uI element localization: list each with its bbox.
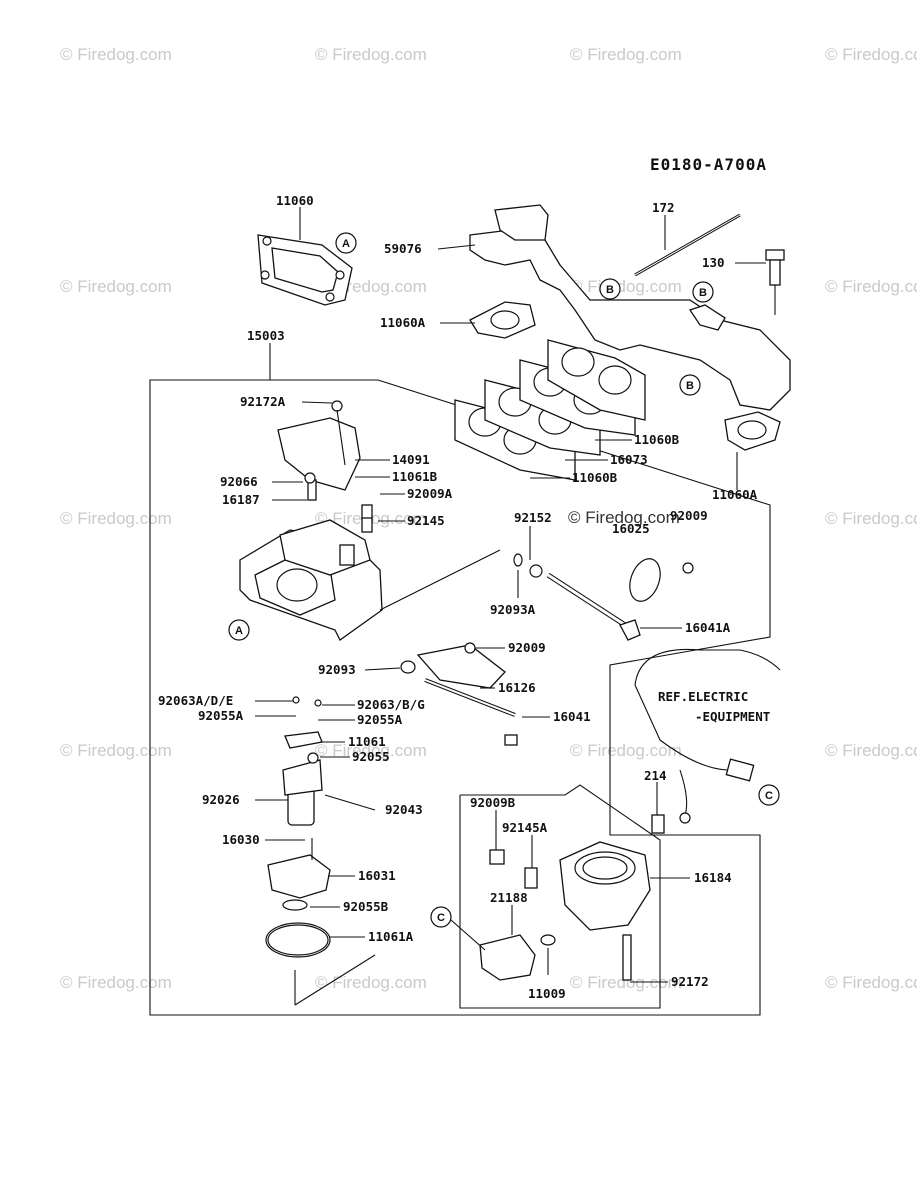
label-92055a-left: 92055A: [198, 708, 244, 723]
stud-172: [634, 213, 741, 277]
callout-c: C: [765, 790, 773, 802]
label-11061a: 11061A: [368, 929, 414, 944]
label-92066: 92066: [220, 474, 258, 489]
label-16041a: 16041A: [685, 620, 731, 635]
watermark: © Firedog.com: [570, 741, 682, 760]
label-172: 172: [652, 200, 675, 215]
watermark: © Firedog.com: [60, 45, 172, 64]
throttle-parts: [416, 644, 518, 746]
label-130: 130: [702, 255, 725, 270]
callout-a: A: [235, 625, 243, 637]
small-hardware: [284, 400, 694, 889]
label-15003: 15003: [247, 328, 285, 343]
label-11060b-b: 11060B: [572, 470, 618, 485]
label-16031: 16031: [358, 868, 396, 883]
label-14091: 14091: [392, 452, 430, 467]
bolt-130: [765, 249, 785, 286]
gasket-11060a-right: [724, 411, 781, 451]
label-16126: 16126: [498, 680, 536, 695]
watermark: © Firedog.com: [825, 45, 917, 64]
label-92055: 92055: [352, 749, 390, 764]
gasket-stack: [454, 339, 646, 481]
watermark: © Firedog.com: [60, 973, 172, 992]
watermark: © Firedog.com: [60, 741, 172, 760]
gasket-11060a-top: [469, 301, 536, 339]
label-92055b: 92055B: [343, 899, 389, 914]
leader-lines: [255, 207, 776, 1006]
carburetor-body: [239, 519, 383, 641]
label-92009: 92009: [508, 640, 546, 655]
label-92093a: 92093A: [490, 602, 536, 617]
watermark: © Firedog.com: [825, 741, 917, 760]
watermark: © Firedog.com: [825, 277, 917, 296]
label-21188: 21188: [490, 890, 528, 905]
label-92009a: 92009A: [407, 486, 453, 501]
label-16030: 16030: [222, 832, 260, 847]
callout-b: B: [686, 380, 694, 392]
watermark: © Firedog.com: [570, 973, 682, 992]
choke-parts: [513, 553, 661, 641]
center-watermark: © Firedog.com: [568, 508, 680, 527]
gasket-11060: [257, 234, 353, 306]
label-92026: 92026: [202, 792, 240, 807]
part-labels: 11060 172 59076 130 11060A 15003 92172A …: [158, 193, 770, 1001]
watermarks: © Firedog.com © Firedog.com © Firedog.co…: [60, 45, 917, 992]
label-59076: 59076: [384, 241, 422, 256]
watermark: © Firedog.com: [60, 509, 172, 528]
callout-a: A: [342, 238, 350, 250]
label-214: 214: [644, 768, 667, 783]
label-16073: 16073: [610, 452, 648, 467]
ref-note-line2: -EQUIPMENT: [695, 709, 770, 724]
label-92055a-right: 92055A: [357, 712, 403, 727]
label-92063ade: 92063A/D/E: [158, 693, 233, 708]
label-92093: 92093: [318, 662, 356, 677]
float-assembly: [265, 759, 331, 958]
label-92043: 92043: [385, 802, 423, 817]
callouts: A B B B A C C: [228, 232, 780, 928]
ref-note-line1: REF.ELECTRIC: [658, 689, 748, 704]
watermark: © Firedog.com: [825, 509, 917, 528]
label-11060a-right: 11060A: [712, 487, 758, 502]
watermark: © Firedog.com: [315, 741, 427, 760]
label-11061: 11061: [348, 734, 386, 749]
label-16025: 16025: [612, 521, 650, 536]
housing-16184: [559, 841, 651, 981]
label-11060b-a: 11060B: [634, 432, 680, 447]
solenoid-21188: [479, 934, 556, 981]
label-92009-top: 92009: [670, 508, 708, 523]
watermark: © Firedog.com: [570, 277, 682, 296]
callout-b: B: [699, 287, 707, 299]
label-11060: 11060: [276, 193, 314, 208]
intake-manifold: [469, 204, 791, 411]
label-11060a-top: 11060A: [380, 315, 426, 330]
label-16187: 16187: [222, 492, 260, 507]
watermark: © Firedog.com: [60, 277, 172, 296]
label-92145a: 92145A: [502, 820, 548, 835]
watermark: © Firedog.com: [315, 973, 427, 992]
callout-c: C: [437, 912, 445, 924]
watermark: © Firedog.com: [825, 973, 917, 992]
watermark: © Firedog.com: [570, 45, 682, 64]
callout-b: B: [606, 284, 614, 296]
label-16041: 16041: [553, 709, 591, 724]
label-11009: 11009: [528, 986, 566, 1001]
label-16184: 16184: [694, 870, 732, 885]
electric-cable: [634, 648, 781, 834]
label-92152: 92152: [514, 510, 552, 525]
label-92172a: 92172A: [240, 394, 286, 409]
watermark: © Firedog.com: [315, 45, 427, 64]
label-92172: 92172: [671, 974, 709, 989]
label-92145: 92145: [407, 513, 445, 528]
bracket-14091: [277, 417, 361, 491]
diagram-code: E0180-A700A: [650, 155, 767, 174]
frame-lines: [149, 379, 771, 1016]
label-92009b: 92009B: [470, 795, 516, 810]
label-11061b: 11061B: [392, 469, 438, 484]
label-92063bg: 92063/B/G: [357, 697, 425, 712]
